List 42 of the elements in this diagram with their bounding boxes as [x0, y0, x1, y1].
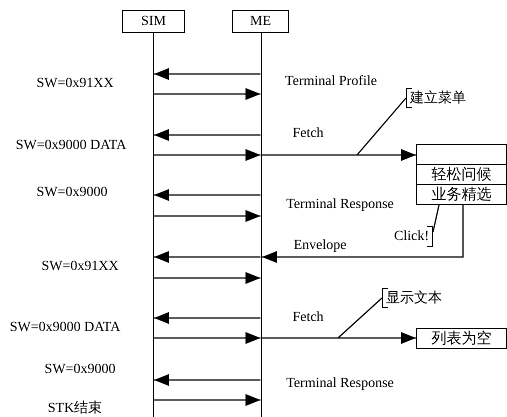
message-arrow	[154, 272, 260, 284]
message-arrow	[262, 205, 464, 263]
menu-item-box	[416, 144, 507, 165]
message-label: SW=0x9000 DATA	[16, 138, 126, 154]
menu-item-box: 业务精选	[416, 184, 507, 205]
message-arrow	[262, 332, 416, 344]
callout-text: 建立菜单	[406, 88, 464, 108]
message-arrow	[154, 251, 260, 263]
message-label: Fetch	[292, 126, 324, 142]
message-arrow	[262, 149, 416, 161]
message-label: Terminal Response	[286, 376, 394, 392]
message-label: SW=0x9000	[44, 362, 116, 378]
callout-text: 显示文本	[382, 288, 450, 308]
lifeline	[152, 33, 154, 417]
leader-line	[432, 204, 440, 232]
message-arrow	[154, 149, 260, 161]
menu-item-box: 轻松问候	[416, 164, 507, 185]
message-arrow	[154, 312, 260, 324]
participant-box: SIM	[122, 10, 185, 33]
message-arrow	[154, 189, 260, 201]
message-label: Terminal Profile	[285, 74, 377, 90]
message-arrow	[154, 394, 260, 406]
callout-text: Click!	[382, 226, 433, 247]
leader-line	[338, 298, 382, 338]
message-label: SW=0x9000	[36, 185, 108, 201]
message-arrow	[154, 129, 260, 141]
message-label: SW=0x91XX	[36, 76, 114, 92]
message-arrow	[154, 88, 260, 100]
message-label: SW=0x91XX	[41, 259, 119, 275]
message-arrow	[154, 210, 260, 222]
message-arrow	[154, 374, 260, 386]
lifeline	[260, 33, 262, 417]
participant-box: ME	[232, 10, 289, 33]
menu-item-box: 列表为空	[416, 328, 507, 349]
message-label: STK结束	[48, 400, 102, 417]
message-label: Terminal Response	[286, 197, 394, 213]
message-label: Envelope	[294, 238, 346, 254]
message-arrow	[154, 332, 260, 344]
leader-line	[356, 98, 406, 156]
message-label: Fetch	[292, 310, 324, 326]
message-label: SW=0x9000 DATA	[10, 320, 120, 336]
message-arrow	[154, 68, 260, 80]
